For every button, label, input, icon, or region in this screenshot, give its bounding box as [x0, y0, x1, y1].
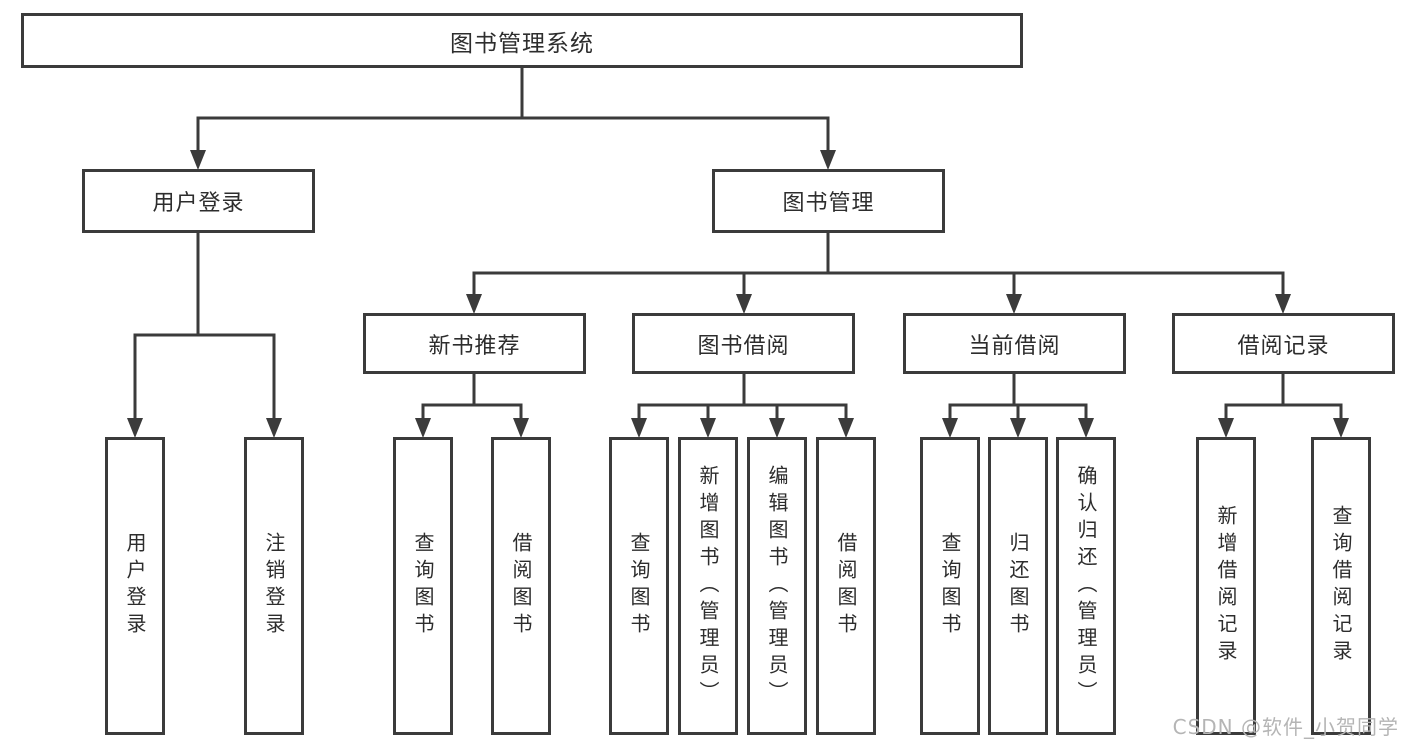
leaf-add-books-admin: 新增图书（管理员）: [678, 437, 738, 735]
node-label: 借阅图书: [509, 532, 533, 640]
leaf-query-books-current: 查询图书: [920, 437, 980, 735]
node-label: 借阅记录: [1237, 333, 1330, 359]
node-user-login: 用户登录: [82, 169, 315, 233]
node-label: 查询图书: [938, 532, 962, 640]
node-label: 当前借阅: [968, 333, 1061, 359]
node-label: 查询借阅记录: [1329, 505, 1353, 667]
node-label: 新书推荐: [428, 333, 521, 359]
node-label: 借阅图书: [834, 532, 858, 640]
csdn-watermark: CSDN @软件_小贺同学: [1172, 715, 1399, 739]
leaf-user-login: 用户登录: [105, 437, 165, 735]
leaf-edit-books-admin: 编辑图书（管理员）: [747, 437, 807, 735]
node-label: 注销登录: [262, 532, 286, 640]
leaf-borrow-books: 借阅图书: [816, 437, 876, 735]
node-label: 新增借阅记录: [1214, 505, 1238, 667]
node-label: 查询图书: [411, 532, 435, 640]
leaf-query-books-recommend: 查询图书: [393, 437, 453, 735]
node-library-management-system: 图书管理系统: [21, 13, 1023, 68]
node-label: 编辑图书（管理员）: [765, 464, 789, 708]
node-book-management: 图书管理: [712, 169, 945, 233]
node-label: 用户登录: [152, 191, 245, 216]
node-label: 查询图书: [627, 532, 651, 640]
leaf-add-borrowing-record: 新增借阅记录: [1196, 437, 1256, 735]
node-label: 用户登录: [123, 532, 147, 640]
leaf-return-books: 归还图书: [988, 437, 1048, 735]
leaf-logout: 注销登录: [244, 437, 304, 735]
node-label: 归还图书: [1006, 532, 1030, 640]
node-borrowing-records: 借阅记录: [1172, 313, 1395, 374]
leaf-confirm-return-admin: 确认归还（管理员）: [1056, 437, 1116, 735]
node-label: 图书管理系统: [450, 30, 594, 57]
node-book-borrowing: 图书借阅: [632, 313, 855, 374]
leaf-query-borrowing-record: 查询借阅记录: [1311, 437, 1371, 735]
leaf-query-books-borrowing: 查询图书: [609, 437, 669, 735]
node-label: 图书借阅: [697, 333, 790, 359]
node-label: 确认归还（管理员）: [1074, 464, 1098, 708]
node-current-borrowing: 当前借阅: [903, 313, 1126, 374]
node-label: 新增图书（管理员）: [696, 464, 720, 708]
node-new-book-recommendation: 新书推荐: [363, 313, 586, 374]
node-label: 图书管理: [782, 191, 875, 216]
arrowheads: [127, 150, 1349, 438]
leaf-borrow-books-recommend: 借阅图书: [491, 437, 551, 735]
